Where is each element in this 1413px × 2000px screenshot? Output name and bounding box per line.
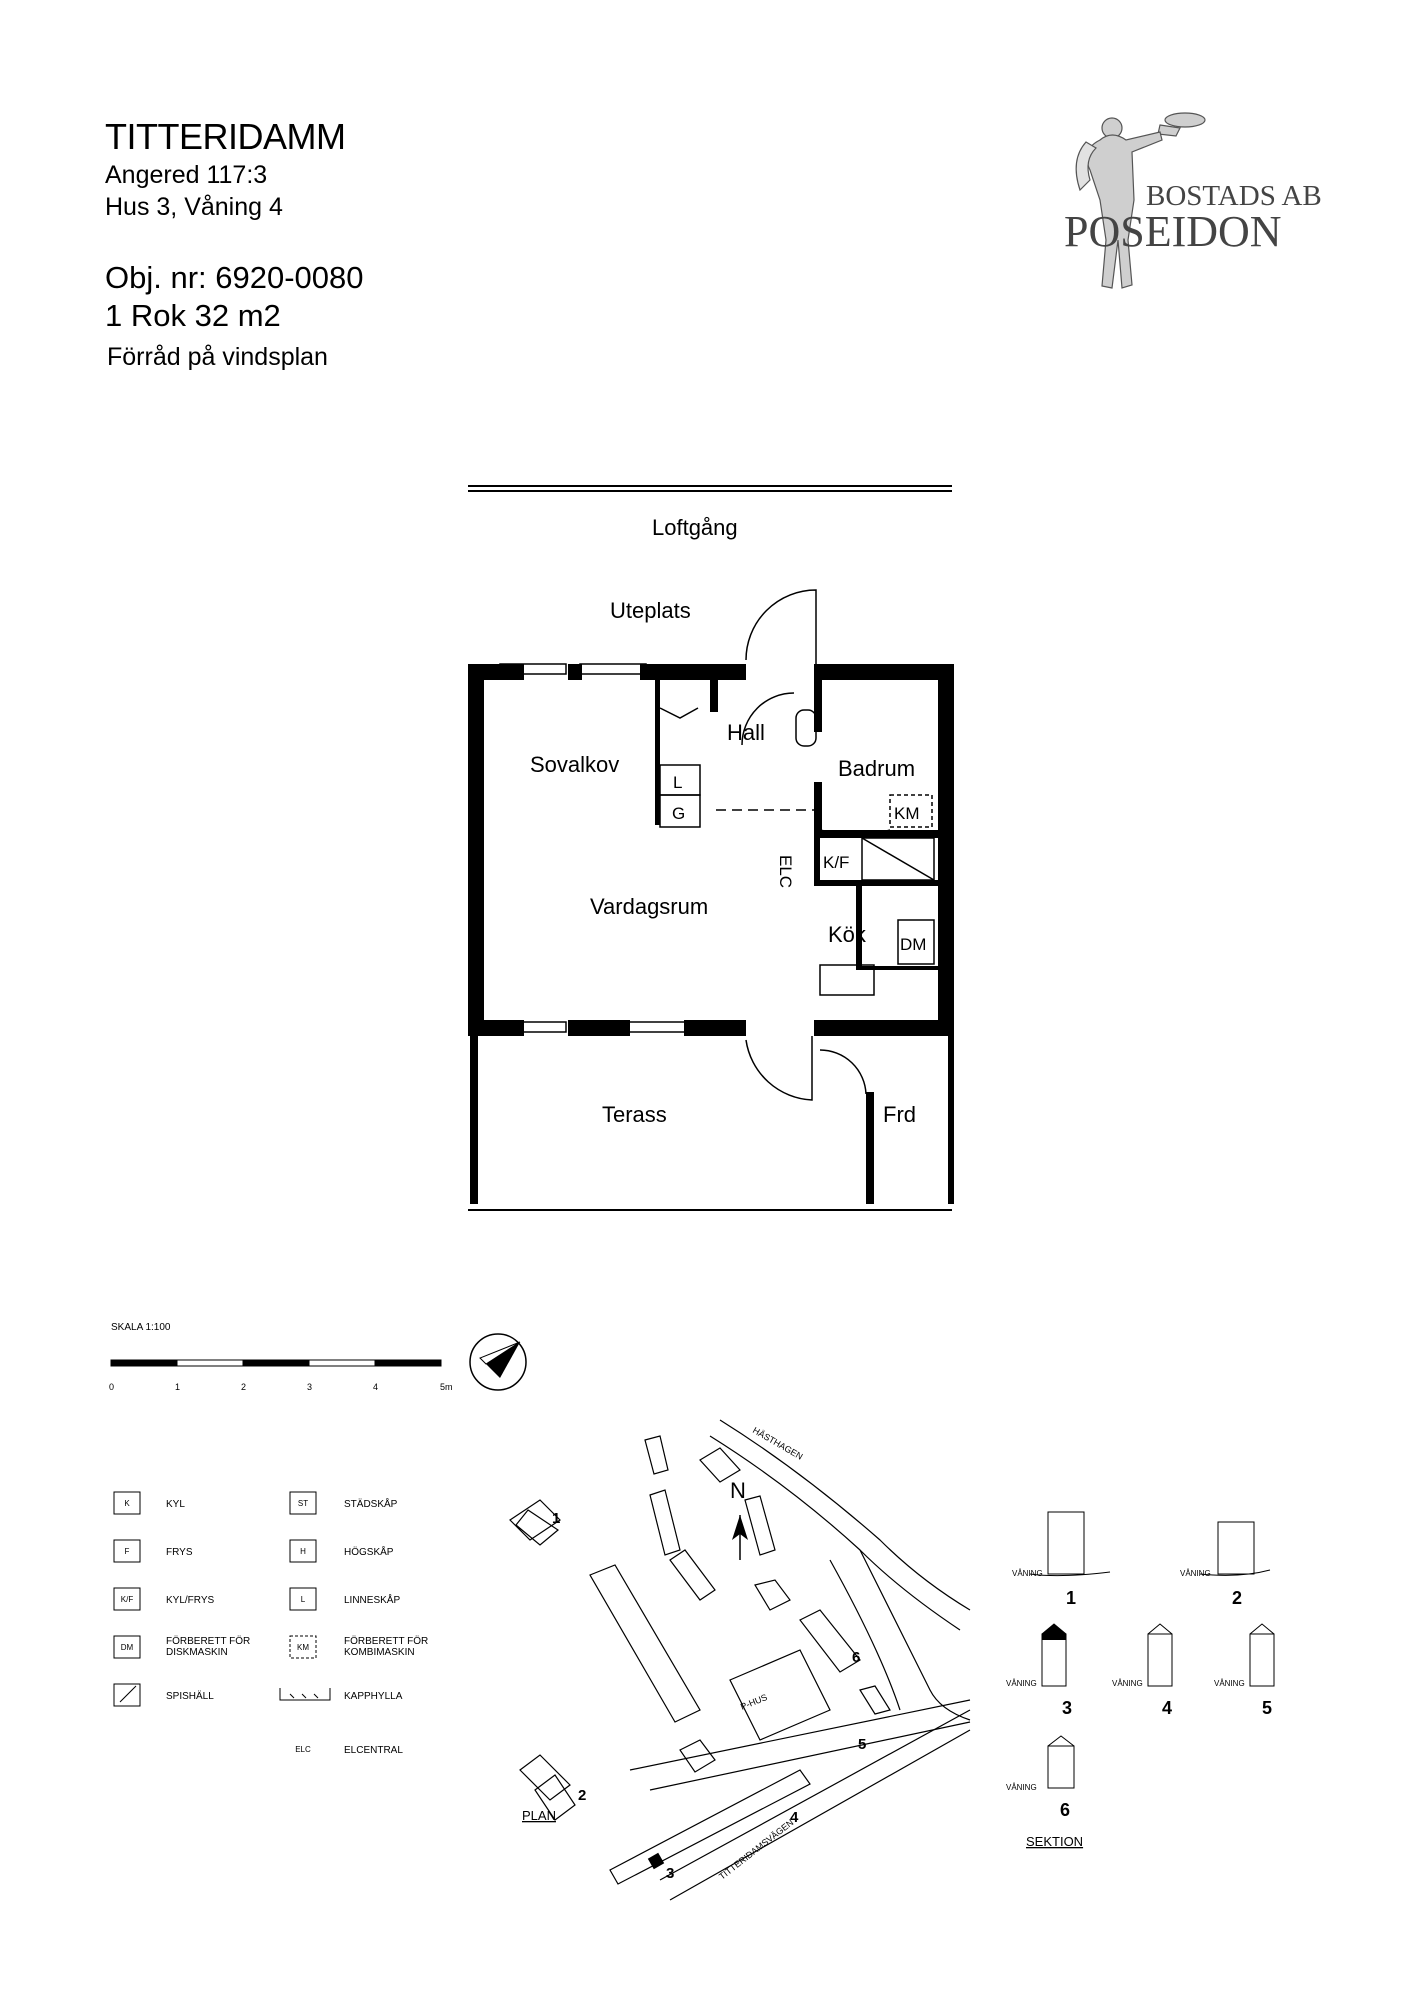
- building-5: 5: [858, 1736, 866, 1753]
- object-number: Obj. nr: 6920-0080: [105, 260, 364, 295]
- section-house-4: 4: [1162, 1698, 1172, 1718]
- section-house-6: 6: [1060, 1800, 1070, 1820]
- section-label: SEKTION: [1026, 1834, 1083, 1849]
- storage-note: Förråd på vindsplan: [107, 343, 328, 371]
- section-floor-word-6: VÅNING: [1006, 1783, 1037, 1792]
- plan-label: PLAN: [522, 1808, 556, 1823]
- logo-line2: POSEIDON: [1064, 207, 1282, 256]
- symbol-l: L: [673, 773, 682, 792]
- symbol-dm: DM: [900, 935, 926, 954]
- symbol-g: G: [672, 804, 685, 823]
- label-uteplats: Uteplats: [610, 598, 691, 623]
- poseidon-logo: BOSTADS AB POSEIDON: [1064, 112, 1322, 289]
- legend-sym-h: H: [300, 1547, 306, 1556]
- compass-icon: [469, 1333, 527, 1391]
- apartment-size: 1 Rok 32 m2: [105, 298, 281, 333]
- scale-tick-3: 3: [307, 1382, 312, 1392]
- building-1: 1: [552, 1510, 560, 1527]
- section-floor-word-5: VÅNING: [1214, 1679, 1245, 1688]
- section-house-5: 5: [1262, 1698, 1272, 1718]
- section-diagrams: VÅNING VÅNING VÅNING VÅNING VÅNING VÅNIN…: [1006, 1511, 1275, 1849]
- label-vardagsrum: Vardagsrum: [590, 894, 708, 919]
- label-sovalkov: Sovalkov: [530, 752, 619, 777]
- legend-sym-dm: DM: [121, 1643, 134, 1652]
- legend: K F K/F DM ST H L KM ELC KYL FRYS KYL/FR…: [108, 1490, 448, 1770]
- legend-label-hogskap: HÖGSKÅP: [344, 1545, 394, 1558]
- section-floor-word-1: VÅNING: [1012, 1569, 1043, 1578]
- label-kok: Kök: [828, 922, 867, 947]
- poseidon-figure-icon: [1075, 112, 1206, 289]
- scale-bar: SKALA 1:100 0 1 2 3 4 5m: [109, 1322, 527, 1392]
- scale-tick-5: 5m: [440, 1382, 453, 1392]
- legend-label-kylfrys: KYL/FRYS: [166, 1595, 214, 1606]
- section-house-3: 3: [1062, 1698, 1072, 1718]
- parking-label: P-HUS: [739, 1692, 769, 1712]
- scale-tick-0: 0: [109, 1382, 114, 1392]
- legend-sym-km: KM: [297, 1643, 309, 1652]
- section-floor-word-2: VÅNING: [1180, 1569, 1211, 1578]
- legend-sym-elc: ELC: [295, 1745, 311, 1754]
- legend-label-stadskap: STÄDSKÅP: [344, 1497, 398, 1510]
- section-floor-word-3: VÅNING: [1006, 1679, 1037, 1688]
- north-label: N: [730, 1478, 746, 1503]
- building-6: 6: [852, 1649, 860, 1666]
- street-hasthagen: HÄSTHAGEN: [751, 1425, 805, 1462]
- legend-label-kyl: KYL: [166, 1499, 185, 1510]
- label-loftgang: Loftgång: [652, 515, 738, 540]
- symbol-km: KM: [894, 804, 920, 823]
- project-title: TITTERIDAMM: [105, 116, 346, 157]
- symbol-elc: ELC: [776, 855, 795, 888]
- label-terrass: Terass: [602, 1102, 667, 1127]
- scale-tick-1: 1: [175, 1382, 180, 1392]
- building-2: 2: [578, 1787, 586, 1804]
- section-house-2: 2: [1232, 1588, 1242, 1608]
- symbol-kf: K/F: [823, 853, 849, 872]
- legend-sym-k: K: [124, 1499, 130, 1508]
- building-3: 3: [666, 1865, 674, 1882]
- property-designation: Angered 117:3: [105, 161, 268, 189]
- section-floor-word-4: VÅNING: [1112, 1679, 1143, 1688]
- section-house-1: 1: [1066, 1588, 1076, 1608]
- legend-label-kapphylla: KAPPHYLLA: [344, 1691, 403, 1702]
- legend-sym-f: F: [125, 1547, 130, 1556]
- scale-tick-4: 4: [373, 1382, 378, 1392]
- scale-tick-2: 2: [241, 1382, 246, 1392]
- legend-sym-l: L: [301, 1595, 306, 1604]
- logo-line1: BOSTADS AB: [1146, 180, 1322, 212]
- legend-sym-st: ST: [298, 1499, 308, 1508]
- building-floor: Hus 3, Våning 4: [105, 193, 283, 221]
- north-arrow-icon: [732, 1515, 748, 1560]
- site-plan: N HÄSTHAGEN TITTERIDAMSVÄGEN P-HUS 1 2 3…: [509, 1419, 971, 1901]
- legend-label-frys: FRYS: [166, 1547, 193, 1558]
- floor-plan: Loftgång Uteplats Hall Sovalkov Badrum V…: [468, 485, 954, 1211]
- label-hall: Hall: [727, 720, 765, 745]
- legend-label-spishall: SPISHÄLL: [166, 1690, 214, 1702]
- legend-label-linneskap: LINNESKÅP: [344, 1593, 400, 1606]
- legend-sym-kf: K/F: [121, 1595, 134, 1604]
- legend-label-elcentral: ELCENTRAL: [344, 1745, 403, 1756]
- scale-label: SKALA 1:100: [111, 1322, 171, 1333]
- label-badrum: Badrum: [838, 756, 915, 781]
- building-4: 4: [790, 1809, 799, 1826]
- label-frd: Frd: [883, 1102, 916, 1127]
